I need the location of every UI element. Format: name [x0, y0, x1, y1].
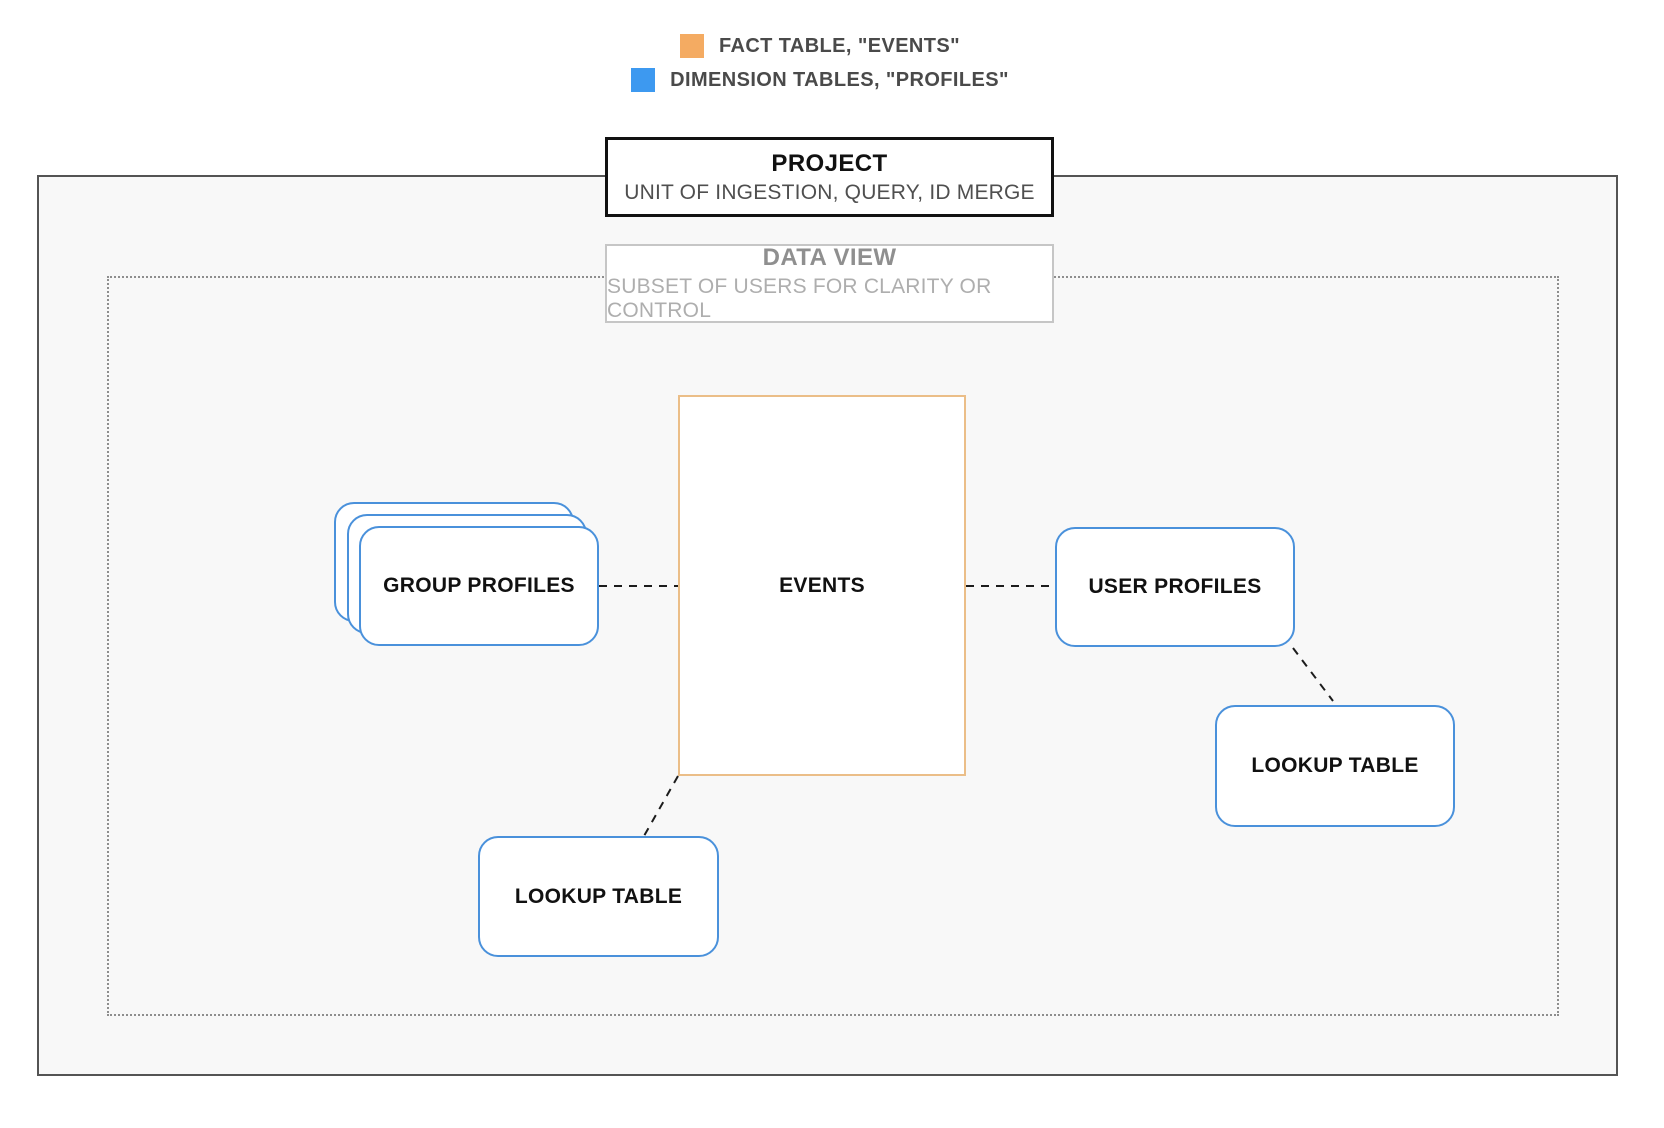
dimension-tables-swatch-icon [631, 68, 656, 92]
project-title: PROJECT [771, 149, 888, 177]
legend-label-fact-table: FACT TABLE, "EVENTS" [718, 34, 961, 57]
node-lookup-table-left: LOOKUP TABLE [478, 836, 719, 957]
data-view-subtitle: SUBSET OF USERS FOR CLARITY OR CONTROL [607, 275, 992, 322]
node-lookup-table-right: LOOKUP TABLE [1215, 705, 1455, 827]
legend-item-dimension-tables: DIMENSION TABLES, "PROFILES" [631, 68, 1009, 92]
legend: FACT TABLE, "EVENTS" DIMENSION TABLES, "… [0, 34, 1640, 92]
node-user-profiles-label: USER PROFILES [1088, 575, 1262, 598]
project-subtitle: UNIT OF INGESTION, QUERY, ID MERGE [624, 180, 1035, 204]
node-lookup-table-left-label: LOOKUP TABLE [514, 884, 683, 908]
node-user-profiles: USER PROFILES [1055, 527, 1295, 647]
legend-item-fact-table: FACT TABLE, "EVENTS" [679, 34, 961, 58]
fact-table-swatch-icon [679, 34, 704, 58]
node-group-profiles-label: GROUP PROFILES [383, 574, 575, 597]
data-view-title: DATA VIEW [762, 244, 897, 271]
node-events-label: EVENTS [779, 573, 865, 597]
node-events: EVENTS [678, 395, 966, 776]
project-label-box: PROJECT UNIT OF INGESTION, QUERY, ID MER… [605, 137, 1054, 217]
node-group-profiles: GROUP PROFILES [359, 526, 599, 646]
node-lookup-table-right-label: LOOKUP TABLE [1251, 754, 1419, 777]
data-view-label-box: DATA VIEW SUBSET OF USERS FOR CLARITY OR… [605, 244, 1054, 323]
legend-label-dimension-tables: DIMENSION TABLES, "PROFILES" [670, 68, 1009, 91]
